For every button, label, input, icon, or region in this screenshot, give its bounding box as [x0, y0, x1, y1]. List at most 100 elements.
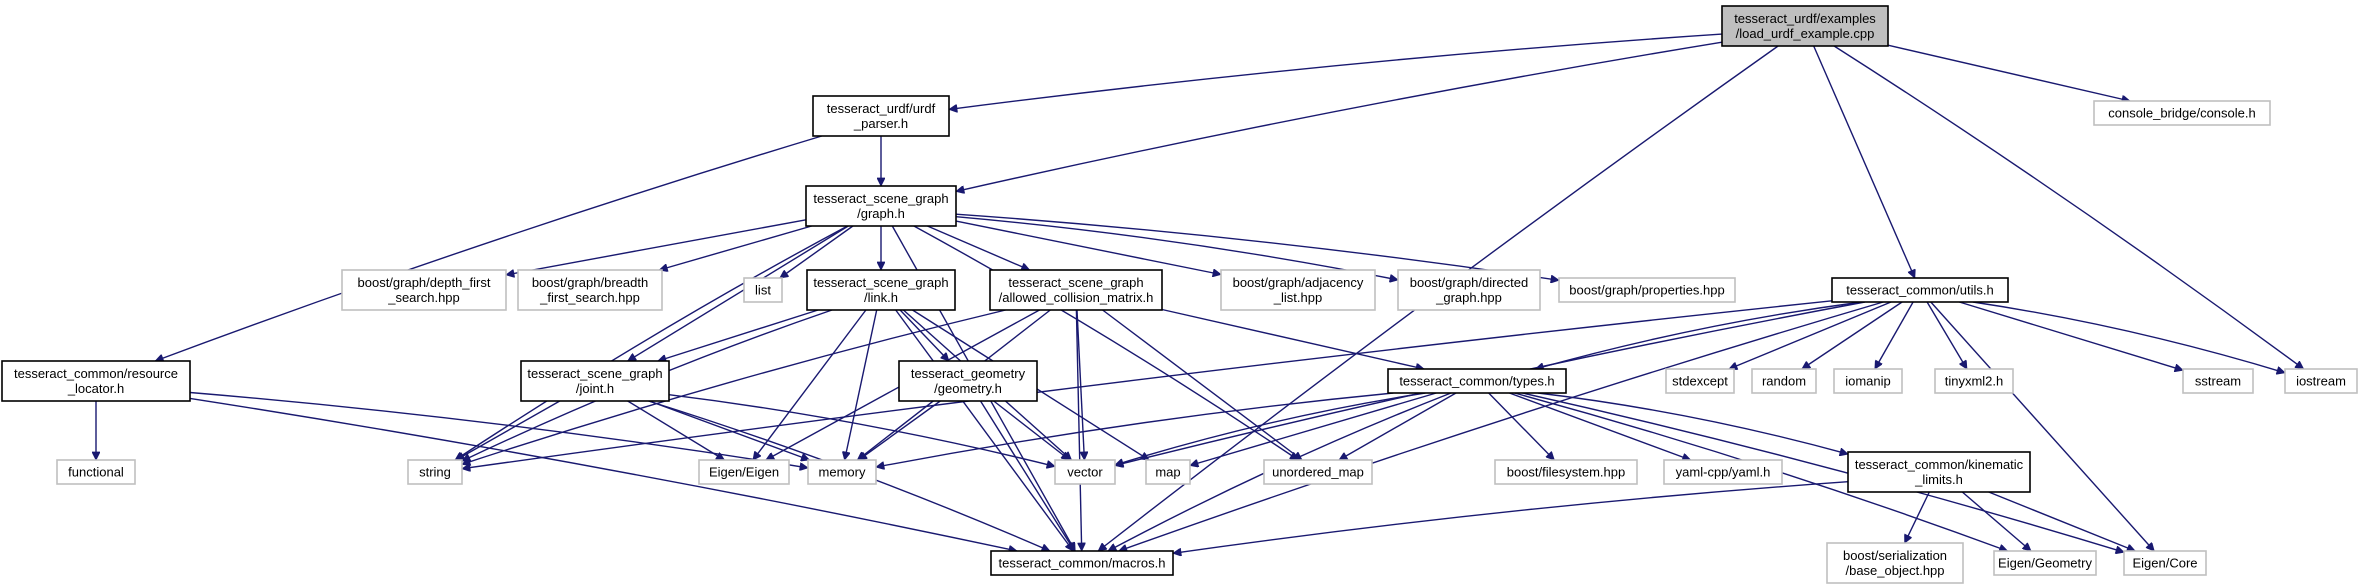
edge-utils-to-tinyxml [1926, 301, 1968, 369]
node-label-urdf_parser-0: tesseract_urdf/urdf [827, 101, 936, 116]
node-vector: vector [1054, 459, 1116, 485]
node-geometry[interactable]: tesseract_geometry/geometry.h [898, 360, 1038, 402]
node-label-graph-0: tesseract_scene_graph [813, 191, 948, 206]
edges-layer [96, 33, 2304, 553]
edge-joint-to-string [456, 400, 561, 461]
edge-joint-to-vector [668, 394, 1055, 467]
node-string: string [407, 459, 463, 485]
node-box-eigcore [2123, 550, 2207, 576]
node-label-umap-0: unordered_map [1272, 465, 1364, 480]
edge-graph-to-directed [955, 216, 1398, 280]
node-urdf_parser[interactable]: tesseract_urdf/urdf_parser.h [812, 95, 950, 137]
edge-graph-to-adjlist [955, 220, 1221, 274]
node-eigcore: Eigen/Core [2123, 550, 2207, 576]
node-kin[interactable]: tesseract_common/kinematic_limits.h [1847, 451, 2031, 493]
node-label-tinyxml-0: tinyxml2.h [1945, 374, 2004, 389]
node-box-props [1558, 277, 1736, 303]
edge-acm-to-string [462, 309, 1006, 464]
node-adjlist: boost/graph/adjacency_list.hpp [1220, 269, 1376, 311]
edge-utils-to-random [1802, 301, 1903, 370]
edge-graph-to-acm [927, 225, 1029, 270]
node-box-root [1721, 5, 1889, 47]
node-label-props-0: boost/graph/properties.hpp [1569, 283, 1724, 298]
node-label-acm-0: tesseract_scene_graph [1008, 275, 1143, 290]
edge-utils-to-sstream [1959, 301, 2183, 370]
node-label-iostream-0: iostream [2296, 374, 2346, 389]
edge-geometry-to-vector [993, 400, 1070, 461]
node-label-serial-0: boost/serialization [1843, 548, 1947, 563]
edge-types-to-memory [876, 392, 1394, 467]
edge-kin-to-eigcore [1988, 491, 2136, 551]
node-box-memory [807, 459, 877, 485]
node-box-urdf_parser [812, 95, 950, 137]
node-map: map [1145, 459, 1191, 485]
node-label-bfs_fs-0: boost/filesystem.hpp [1507, 465, 1626, 480]
node-box-sstream [2182, 368, 2254, 394]
node-utils[interactable]: tesseract_common/utils.h [1831, 277, 2009, 303]
edge-acm-to-umap [1102, 309, 1302, 461]
node-label-memory-0: memory [819, 465, 866, 480]
node-label-iomanip-0: iomanip [1845, 374, 1891, 389]
edge-link-to-macros [895, 309, 1074, 551]
node-box-yaml [1663, 459, 1783, 485]
node-types[interactable]: tesseract_common/types.h [1387, 368, 1567, 394]
edge-graph-to-bfs [659, 225, 812, 270]
node-acm[interactable]: tesseract_scene_graph/allowed_collision_… [989, 269, 1163, 311]
node-box-kin [1847, 451, 2031, 493]
edge-utils-to-macros [1119, 301, 1884, 551]
node-box-acm [989, 269, 1163, 311]
edge-urdf_parser-to-resloc [155, 135, 823, 361]
node-label-urdf_parser-1: _parser.h [853, 116, 908, 131]
node-bfs_fs: boost/filesystem.hpp [1494, 459, 1638, 485]
node-box-tinyxml [1934, 368, 2014, 394]
node-label-kin-1: _limits.h [1914, 472, 1963, 487]
edge-root-to-utils [1813, 45, 1915, 278]
node-label-directed-0: boost/graph/directed [1410, 275, 1529, 290]
node-label-eiggeo-0: Eigen/Geometry [1998, 556, 2092, 571]
node-box-joint [520, 360, 670, 402]
node-serial: boost/serialization/base_object.hpp [1826, 542, 1964, 584]
node-graph[interactable]: tesseract_scene_graph/graph.h [805, 185, 957, 227]
edge-root-to-graph [956, 41, 1723, 191]
node-box-stdexcept [1665, 368, 1735, 394]
node-bfs: boost/graph/breadth_first_search.hpp [517, 269, 663, 311]
edge-graph-to-list [780, 225, 854, 279]
node-root[interactable]: tesseract_urdf/examples/load_urdf_exampl… [1721, 5, 1889, 47]
edge-acm-to-vector [1076, 309, 1084, 460]
node-box-string [407, 459, 463, 485]
nodes-layer: tesseract_urdf/examples/load_urdf_exampl… [1, 5, 2358, 584]
node-joint[interactable]: tesseract_scene_graph/joint.h [520, 360, 670, 402]
node-label-macros-0: tesseract_common/macros.h [999, 556, 1166, 571]
edge-link-to-geometry [899, 309, 949, 361]
node-label-adjlist-0: boost/graph/adjacency [1233, 275, 1364, 290]
node-iostream: iostream [2284, 368, 2358, 394]
edge-resloc-to-macros [189, 397, 1017, 551]
node-link[interactable]: tesseract_scene_graph/link.h [806, 269, 956, 311]
node-label-link-1: /link.h [864, 290, 898, 305]
edge-utils-to-eigcore [1930, 301, 2154, 551]
node-box-bfs [517, 269, 663, 311]
node-box-directed [1397, 269, 1541, 311]
edge-utils-to-string [462, 300, 1833, 469]
node-label-kin-0: tesseract_common/kinematic [1855, 457, 2024, 472]
edge-link-to-memory [845, 309, 878, 460]
edge-types-to-bfs_fs [1488, 392, 1555, 460]
node-box-random [1751, 368, 1817, 394]
node-label-graph-1: /graph.h [857, 206, 905, 221]
node-label-utils-0: tesseract_common/utils.h [1846, 283, 1993, 298]
node-resloc[interactable]: tesseract_common/resource_locator.h [1, 360, 191, 402]
node-box-utils [1831, 277, 2009, 303]
edge-root-to-console [1887, 44, 2130, 101]
node-label-adjlist-1: _list.hpp [1273, 290, 1322, 305]
node-label-bfs-1: _first_search.hpp [539, 290, 640, 305]
edge-geometry-to-macros [979, 400, 1076, 551]
node-random: random [1751, 368, 1817, 394]
node-macros[interactable]: tesseract_common/macros.h [990, 550, 1174, 576]
edge-joint-to-eigen [627, 400, 725, 461]
edge-acm-to-macros [1075, 309, 1081, 551]
node-box-graph [805, 185, 957, 227]
node-label-types-0: tesseract_common/types.h [1399, 374, 1554, 389]
node-box-console [2093, 100, 2271, 126]
node-label-root-1: /load_urdf_example.cpp [1736, 26, 1875, 41]
